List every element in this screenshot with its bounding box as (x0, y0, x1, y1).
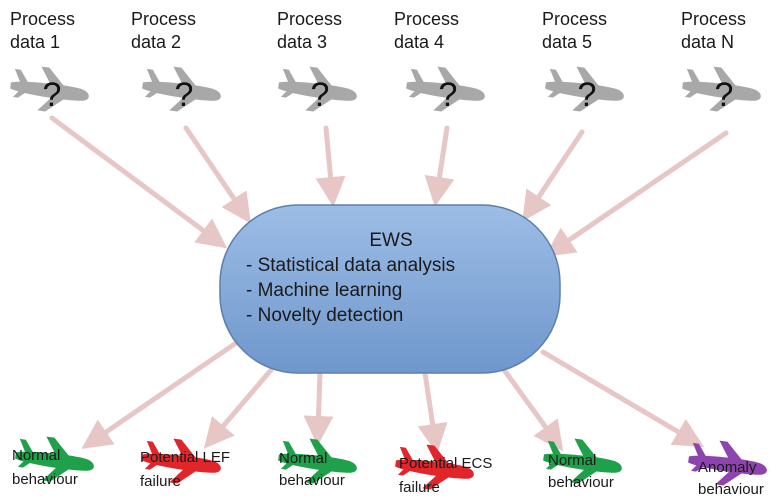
process-data-label: Process data 4 (394, 8, 504, 54)
output-label-line1: Potential LEF (140, 449, 231, 466)
process-label-line2: data 1 (10, 32, 61, 52)
output-arrows (81, 340, 705, 454)
process-label-line2: data 5 (542, 32, 593, 52)
output-label: Normal behaviour (548, 452, 668, 492)
process-label-line1: Process (10, 9, 76, 29)
process-data-label: Process data 3 (277, 8, 387, 54)
question-mark: ? (715, 76, 734, 114)
ews-box (219, 204, 561, 374)
output-label-line1: Potential ECS (399, 455, 493, 472)
arrow-input-6 (544, 130, 729, 257)
arrow-input-4 (424, 125, 455, 207)
output-label: Potential ECS failure (399, 455, 519, 497)
output-label-line2: behaviour (279, 472, 345, 489)
question-mark: ? (175, 76, 194, 114)
arrow-output-2 (203, 367, 274, 449)
process-data-label: Process data 1 (10, 8, 120, 54)
question-mark: ? (439, 76, 458, 114)
output-label: Normal behaviour (12, 447, 132, 489)
ews-content: EWS - Statistical data analysis - Machin… (222, 228, 540, 328)
output-label: Normal behaviour (279, 450, 399, 490)
arrow-output-1 (81, 340, 239, 449)
output-label-line2: behaviour (548, 474, 614, 491)
process-label-line1: Process (394, 9, 460, 29)
input-arrows (49, 115, 729, 257)
process-label-line2: data N (681, 32, 735, 52)
process-data-label: Process data N (681, 8, 783, 54)
question-mark: ? (578, 76, 597, 114)
process-label-line2: data 3 (277, 32, 328, 52)
process-label-line1: Process (542, 9, 608, 29)
output-label: Potential LEF failure (140, 449, 260, 491)
arrow-input-3 (315, 125, 346, 207)
ews-item: - Machine learning (246, 280, 403, 301)
process-label-line2: data 4 (394, 32, 445, 52)
output-label-line2: behaviour (12, 471, 78, 488)
ews-item: - Novelty detection (246, 305, 404, 326)
output-label-line1: Normal (12, 447, 61, 464)
process-data-label: Process data 2 (131, 8, 241, 54)
arrow-output-5 (499, 364, 564, 452)
output-label-line1: Normal (548, 452, 597, 469)
process-label-line1: Process (277, 9, 343, 29)
process-label-line1: Process (131, 9, 197, 29)
arrow-output-4 (417, 370, 448, 454)
output-label-line2: failure (399, 479, 440, 496)
arrow-input-2 (183, 125, 251, 224)
ews-title: EWS (369, 230, 413, 251)
output-label-line1: Anomaly (698, 459, 757, 476)
output-label-line1: Normal (279, 450, 328, 467)
question-mark: ? (43, 76, 62, 114)
question-mark: ? (311, 76, 330, 114)
input-planes: ?????? (7, 62, 765, 118)
arrow-input-1 (49, 115, 228, 249)
output-label-line2: behaviour (698, 481, 764, 498)
arrow-output-3 (303, 369, 334, 446)
process-label-line2: data 2 (131, 32, 182, 52)
process-data-label: Process data 5 (542, 8, 652, 54)
process-label-line1: Process (681, 9, 747, 29)
arrow-input-5 (522, 129, 585, 222)
ews-item: - Statistical data analysis (246, 255, 456, 276)
arrow-output-6 (540, 349, 705, 448)
output-label-line2: failure (140, 473, 181, 490)
output-label: Anomaly behaviour (698, 459, 783, 499)
